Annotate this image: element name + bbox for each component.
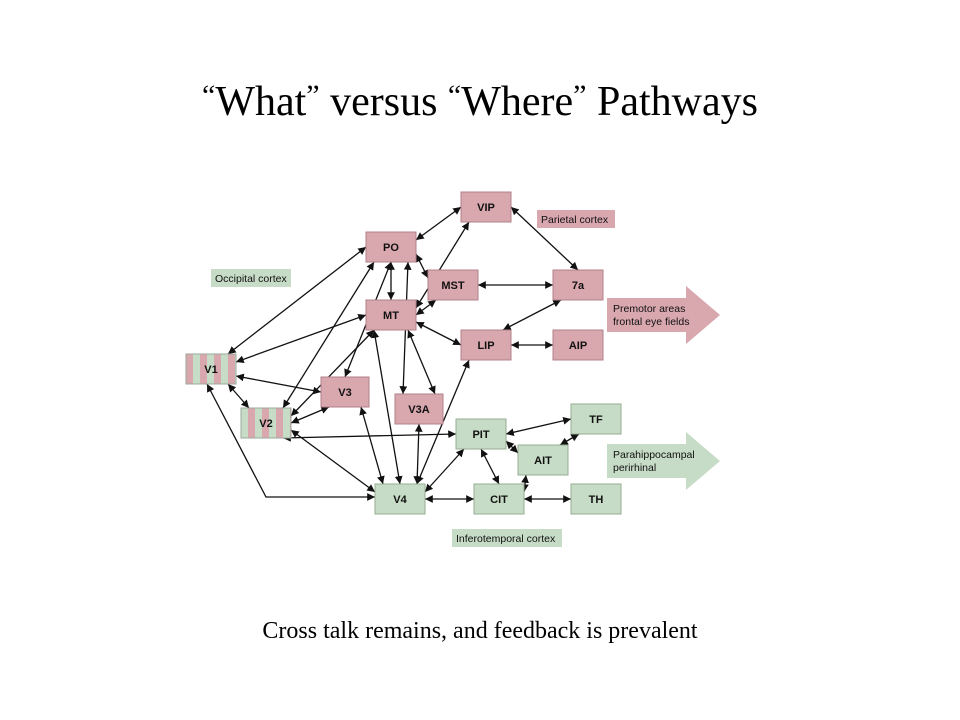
connection-v3a-v4 [413,423,423,485]
area-v4-box [374,483,426,515]
connection-v2-v4 [290,429,376,493]
area-po-label: PO [383,242,399,254]
region-inferotemporal-box [452,529,562,547]
connection-7a-lip [502,299,562,331]
area-v1-box [185,353,237,385]
area-lip-label: LIP [477,340,494,352]
connection-v1-v4 [206,383,375,501]
title-word-versus: versus [319,79,448,125]
connection-ait-tf [559,433,580,446]
area-mt-label: MT [383,310,399,322]
area-v1-label: V1 [204,364,217,376]
area-cit-label: CIT [490,494,508,506]
title-word-where: Where [461,79,574,125]
area-tf-label: TF [589,414,603,426]
connection-v1-po [227,246,367,355]
connection-pit-tf [505,416,572,437]
area-ait-box [517,444,569,476]
title-word-what: What [215,79,307,125]
connection-arrows [206,206,580,503]
area-th-label: TH [589,494,604,506]
connection-v1-v2 [227,383,250,409]
title-close-quote: ” [306,79,320,112]
area-lip-box [460,329,512,361]
title-open-quote: “ [201,79,216,112]
connection-v4-pit [424,448,465,493]
area-aip-label: AIP [569,340,587,352]
parahippocampal-output-label-line1: Parahippocampal [613,449,695,461]
area-pit-label: PIT [472,429,489,441]
area-vip-label: VIP [477,202,495,214]
slide-caption: Cross talk remains, and feedback is prev… [262,618,698,644]
area-vip-box [460,191,512,223]
connection-v3-v4 [359,406,385,485]
title-word-pathways: Pathways [586,79,758,125]
connection-po-vip [415,206,462,241]
area-7a-label: 7a [572,280,585,292]
connection-mt-lip [415,321,462,346]
area-tf-box [570,403,622,435]
connection-v1-v3 [235,373,322,395]
connection-pit-ait [505,440,519,454]
area-v3-label: V3 [338,387,351,399]
parahippocampal-output-label-line2: perirhinal [613,462,656,474]
parahippocampal-output-arrow [607,432,720,490]
slide-title: “What” versus “Where” Pathways [0,78,960,126]
connection-mt-v3a [407,329,436,395]
area-v3-box [320,376,370,408]
connection-mt-v4 [371,329,403,485]
area-mst-box [427,269,479,301]
area-v2-label: V2 [259,418,272,430]
title-close-quote: ” [573,79,587,112]
area-v3a-box [394,393,444,425]
connection-mt-vip [415,221,470,309]
area-7a-box [552,269,604,301]
area-th-box [570,483,622,515]
area-v4-label: V4 [393,494,407,506]
area-aip-box [552,329,604,361]
connection-v1-mt [235,313,367,364]
area-ait-label: AIT [534,455,552,467]
area-pit-box [455,418,507,450]
connection-mt-mst [415,299,437,316]
region-occipital-label: Occipital cortex [215,273,288,285]
premotor-output-label-line1: Premotor areas [613,303,685,315]
area-v3a-label: V3A [408,404,429,416]
area-po-box [365,231,417,263]
region-occipital-box [211,269,291,287]
region-parietal-label: Parietal cortex [541,214,609,226]
area-cit-box [473,483,525,515]
connection-vip-7a [510,206,579,271]
area-mt-box [365,299,417,331]
connection-pit-cit [480,448,500,485]
connection-po-mst [415,253,429,279]
title-open-quote: “ [447,79,462,112]
area-mst-label: MST [441,280,465,292]
premotor-output-arrow [607,286,720,344]
region-parietal-box [537,210,615,228]
region-inferotemporal-label: Inferotemporal cortex [456,533,556,545]
premotor-output-label-line2: frontal eye fields [613,316,689,328]
area-v2-box [240,407,292,439]
